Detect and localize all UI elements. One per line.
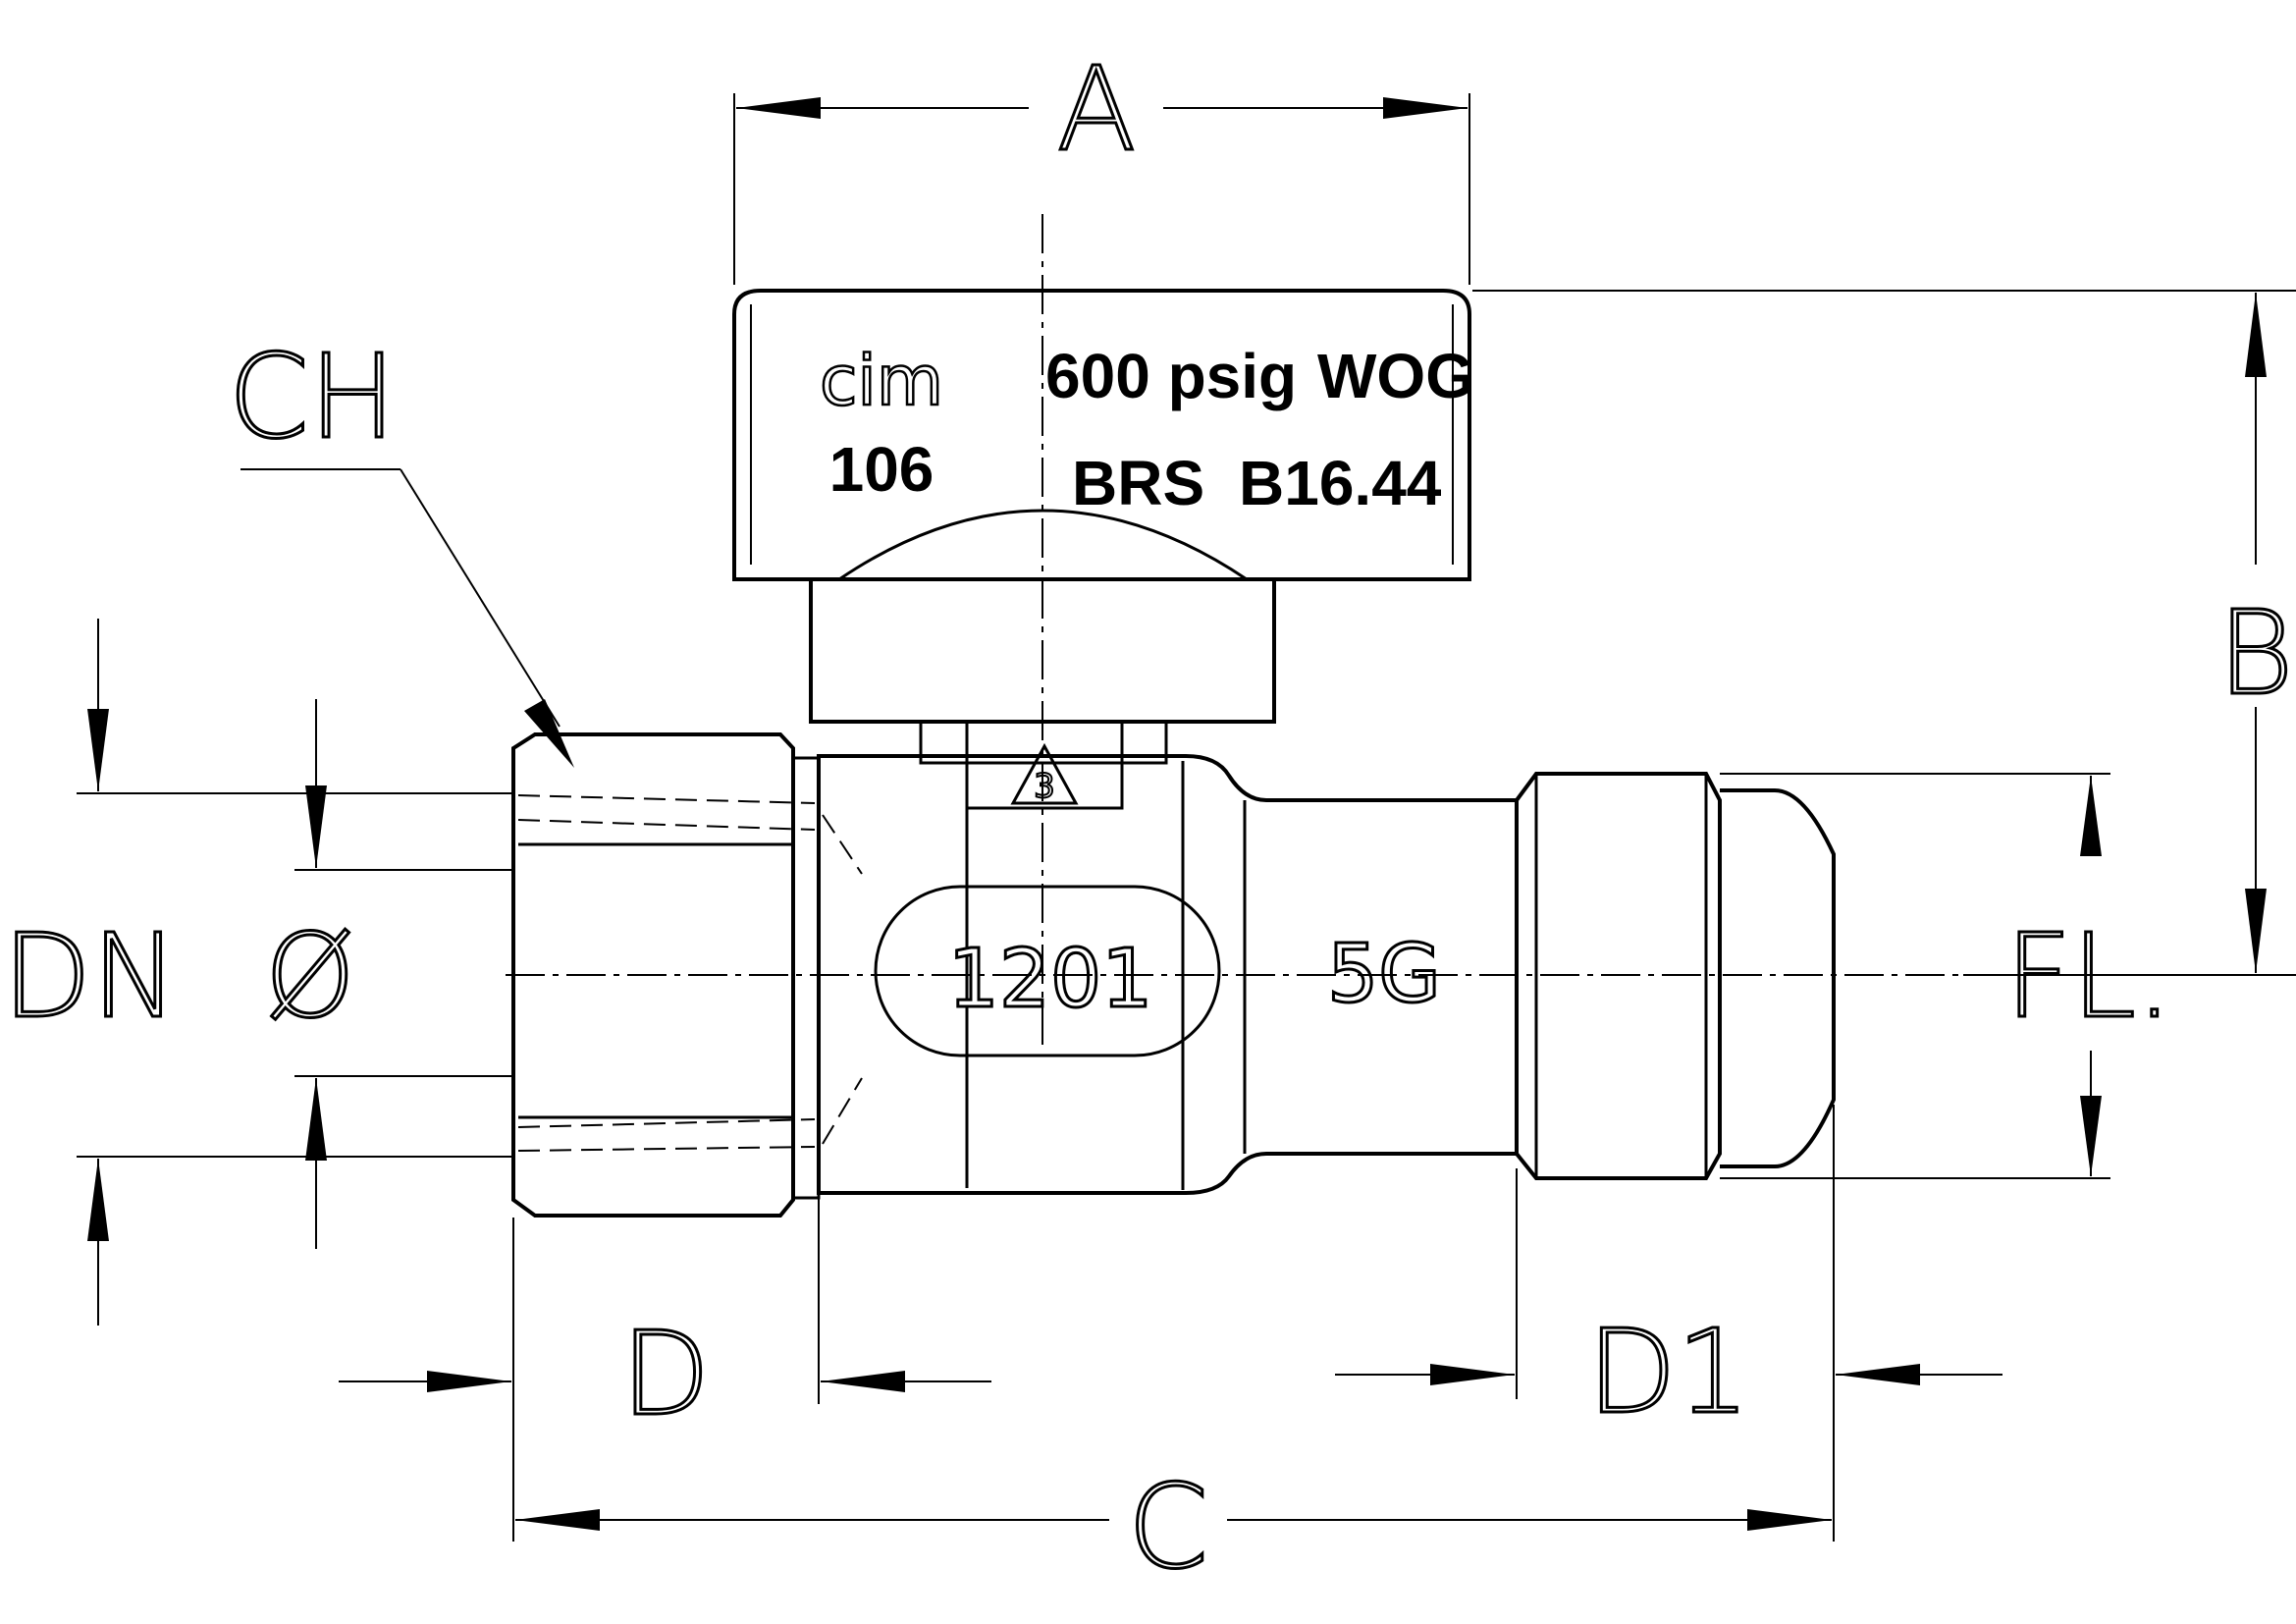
label-diameter: Ø <box>265 908 356 1044</box>
dimension-fl: FL. <box>1720 773 2174 1179</box>
dimension-d1: D1 <box>1335 1105 2002 1542</box>
dimension-a: A <box>733 40 1470 285</box>
body-code: 1201 <box>948 933 1153 1026</box>
dimension-b: B <box>1472 290 2296 976</box>
label-d1: D1 <box>1587 1304 1750 1439</box>
flare-fitting <box>1515 772 1836 1180</box>
label-d: D <box>621 1306 711 1441</box>
label-b: B <box>2217 585 2293 721</box>
label-a: A <box>1057 41 1137 177</box>
label-fl: FL. <box>2004 908 2172 1044</box>
hex-nut <box>511 732 863 1218</box>
handle-markings: cim 106 600 psig WOG BRS B16.44 <box>819 340 1474 518</box>
label-dn: DN <box>2 908 178 1044</box>
certification-number: 3 <box>1034 767 1055 806</box>
dimension-diameter: Ø <box>263 699 513 1249</box>
label-c: C <box>1128 1459 1208 1595</box>
centerlines <box>506 214 1963 1051</box>
dimension-c: C <box>515 1458 1832 1597</box>
dimension-dn: DN <box>1 619 513 1326</box>
material-code: BRS <box>1072 448 1204 518</box>
dimension-ch: CH <box>227 328 574 768</box>
standard-code: B16.44 <box>1239 448 1442 518</box>
model-number: 106 <box>829 434 934 505</box>
dimension-d: D <box>339 1198 991 1542</box>
wog-rating: WOG <box>1317 341 1474 411</box>
brand-logo: cim <box>820 341 943 421</box>
label-ch: CH <box>228 329 396 464</box>
pressure-rating: 600 psig <box>1045 341 1297 411</box>
